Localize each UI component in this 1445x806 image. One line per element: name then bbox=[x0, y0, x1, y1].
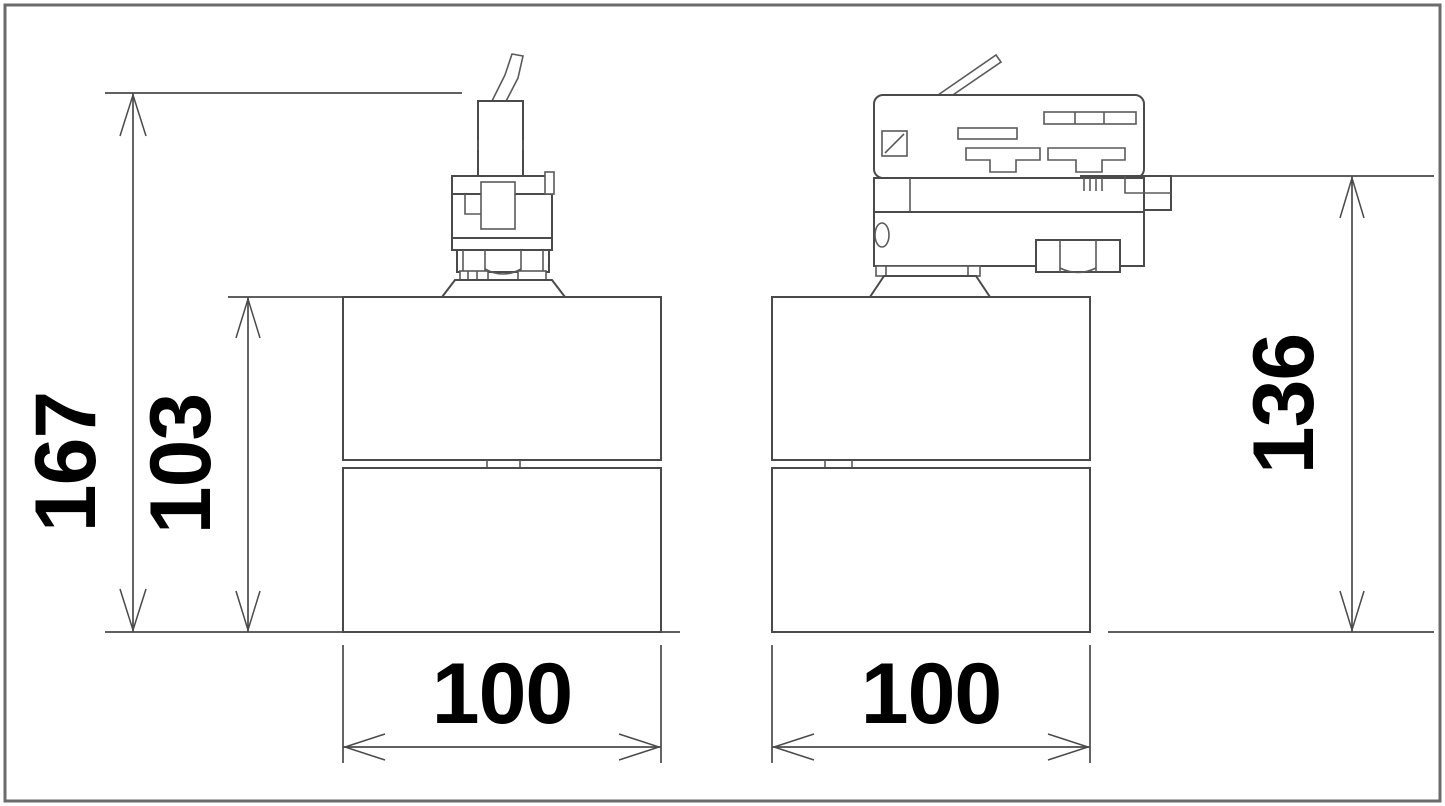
dimension-label-100-left: 100 bbox=[432, 646, 573, 742]
label-square-icon bbox=[881, 130, 908, 157]
left-cable bbox=[488, 53, 524, 108]
right-fixture-side-view bbox=[771, 53, 1172, 633]
dimension-100-left: 100 bbox=[342, 645, 662, 763]
right-adapter-bracket bbox=[1080, 175, 1172, 211]
dimension-label-103: 103 bbox=[133, 394, 229, 535]
left-adapter-body bbox=[451, 171, 555, 251]
drawing-frame bbox=[3, 3, 1442, 803]
right-adapter-slots bbox=[957, 111, 1137, 140]
right-mount-base bbox=[868, 275, 992, 298]
dimension-100-right: 100 bbox=[771, 645, 1091, 763]
left-body-lower bbox=[342, 467, 662, 633]
left-adapter-stem bbox=[477, 100, 524, 180]
left-mount-base bbox=[439, 279, 568, 298]
right-adapter-midband bbox=[873, 177, 1145, 266]
dimension-label-100-right: 100 bbox=[861, 646, 1002, 742]
left-adapter-clamp bbox=[456, 249, 550, 281]
dimension-167: 167 bbox=[18, 92, 680, 633]
right-body-upper bbox=[771, 296, 1091, 461]
dimension-103: 103 bbox=[133, 296, 346, 633]
bracket-ribs bbox=[1083, 178, 1103, 191]
right-body-lower bbox=[771, 467, 1091, 633]
right-adapter-plate bbox=[875, 265, 981, 277]
right-adapter-knob bbox=[1035, 239, 1121, 274]
right-adapter-contacts bbox=[965, 147, 1126, 173]
left-body-upper bbox=[342, 296, 662, 461]
dimension-label-167: 167 bbox=[18, 392, 114, 533]
right-adapter-button bbox=[874, 222, 890, 248]
dimension-label-136: 136 bbox=[1236, 334, 1332, 475]
left-fixture-front-view bbox=[342, 53, 662, 633]
dimension-136: 136 bbox=[1108, 175, 1434, 633]
